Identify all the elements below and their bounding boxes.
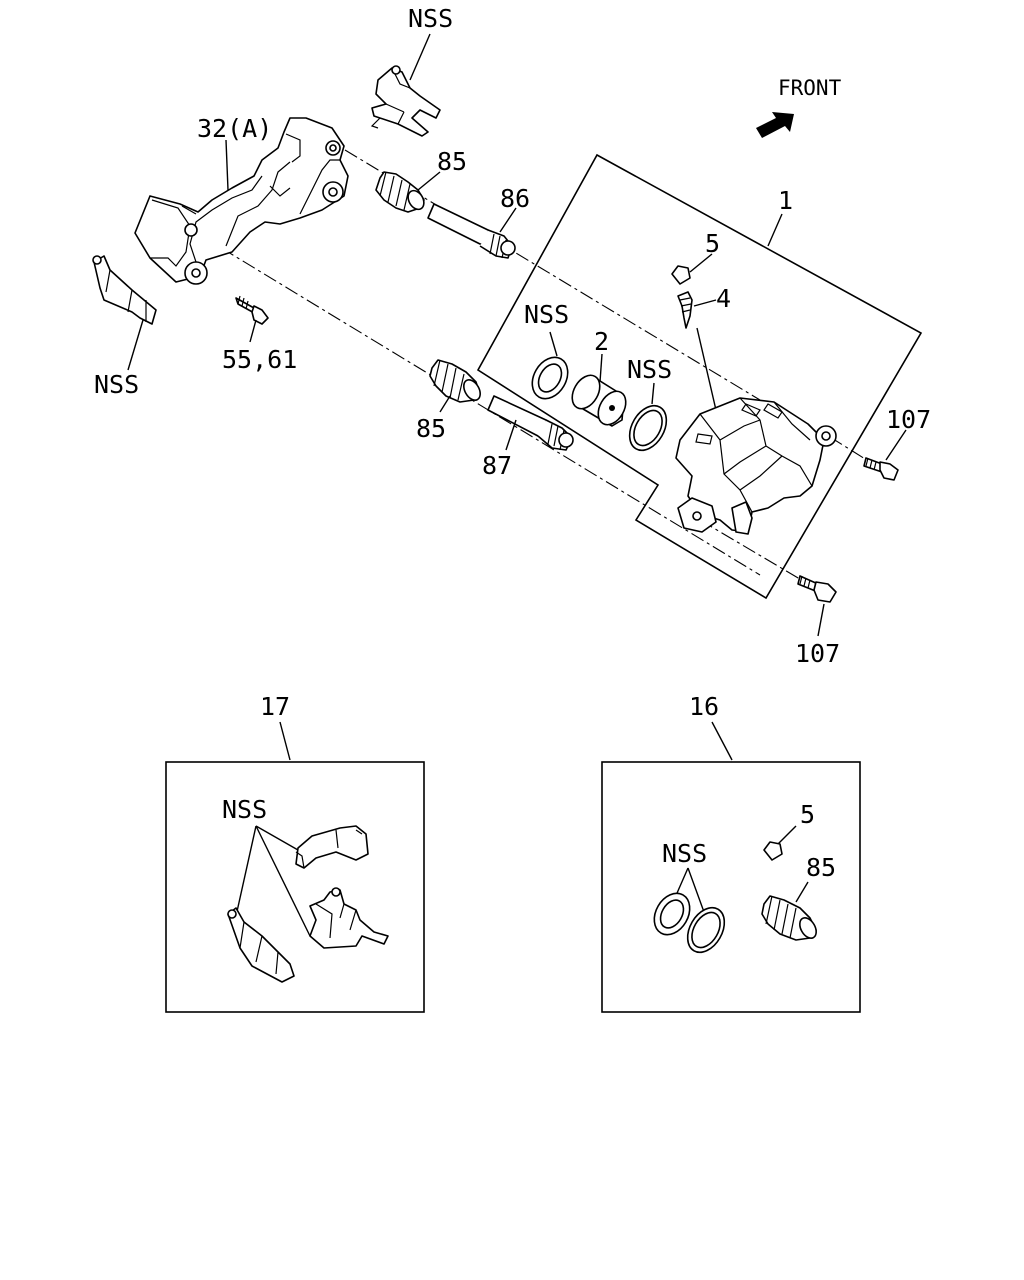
pin-boot-top xyxy=(375,171,425,213)
leader-nss-top xyxy=(409,33,431,81)
kit-17-clip-left xyxy=(227,907,295,983)
kit-16-callout-5: 5 xyxy=(800,800,815,829)
bleeder-screw xyxy=(677,291,693,329)
pin-boot-middle xyxy=(429,359,481,403)
centerline-bolt-107-right xyxy=(829,436,871,463)
kit-17-clip-right xyxy=(309,887,389,949)
leader-nss-seal xyxy=(549,331,558,357)
piston-seal xyxy=(531,356,569,400)
kit-16-box xyxy=(601,761,861,1013)
front-label: FRONT xyxy=(778,76,842,100)
callout-nss-top: NSS xyxy=(408,4,453,33)
pad-clip-left xyxy=(92,255,157,325)
kit-17-box xyxy=(165,761,425,1013)
kit-17-brake-pad xyxy=(295,825,369,869)
leader-87 xyxy=(505,419,517,451)
leader-kit-16-85 xyxy=(795,881,809,903)
pad-clip-top xyxy=(370,65,441,137)
leader-4 xyxy=(693,299,717,307)
kit-17-leaders xyxy=(235,825,311,937)
leader-86 xyxy=(499,207,517,233)
leader-1 xyxy=(767,213,783,247)
kit-16-callout-85: 85 xyxy=(806,853,836,882)
callout-nss-ring: NSS xyxy=(627,355,672,384)
callout-86: 86 xyxy=(500,184,530,213)
leader-5 xyxy=(689,253,713,273)
centerline-pin-87 xyxy=(199,234,761,576)
guide-pin-87 xyxy=(487,395,574,451)
callout-4: 4 xyxy=(716,284,731,313)
leader-kit-16-5 xyxy=(777,825,797,845)
leader-kit-16 xyxy=(711,721,733,761)
guide-pin-86 xyxy=(427,203,516,259)
kit-16-nss: NSS xyxy=(662,839,707,868)
caliper-body xyxy=(675,397,837,535)
callout-87: 87 xyxy=(482,451,512,480)
kit-16-piston-seal xyxy=(653,892,691,936)
callout-nss-seal: NSS xyxy=(524,300,569,329)
caliper-assembly-outline xyxy=(476,153,923,600)
callout-107-right: 107 xyxy=(886,405,931,434)
leader-85-top xyxy=(417,171,441,191)
dust-ring xyxy=(628,404,668,452)
callout-107-bottom: 107 xyxy=(795,639,840,668)
kit-16-number: 16 xyxy=(689,692,719,721)
leader-32 xyxy=(225,139,229,191)
piston xyxy=(571,374,627,427)
kit-17-number: 17 xyxy=(260,692,290,721)
leader-kit-17 xyxy=(279,721,291,761)
leader-2 xyxy=(599,353,603,383)
leader-55-61 xyxy=(249,319,257,343)
caliper-bolt-bottom xyxy=(797,575,837,603)
caliper-bracket xyxy=(134,117,349,285)
leader-85-mid xyxy=(439,395,451,413)
callout-85-mid: 85 xyxy=(416,414,446,443)
caliper-bolt-right xyxy=(863,457,899,481)
kit-16-dust-ring xyxy=(686,906,726,954)
callout-nss-left: NSS xyxy=(94,370,139,399)
leader-nss-ring xyxy=(651,382,655,405)
centerline-bolt-107-bottom xyxy=(699,519,811,586)
bracket-bolt xyxy=(235,295,269,325)
kit-16-bleeder-cap xyxy=(763,841,783,861)
callout-5: 5 xyxy=(705,229,720,258)
callout-1: 1 xyxy=(778,186,793,215)
kit-16-pin-boot xyxy=(761,895,817,941)
callout-2: 2 xyxy=(594,327,609,356)
leader-107-right xyxy=(885,429,907,461)
callout-85-top: 85 xyxy=(437,147,467,176)
callout-55-61: 55,61 xyxy=(222,345,297,374)
bleeder-cap xyxy=(671,265,691,285)
front-arrow-icon xyxy=(756,112,794,138)
callout-32a: 32(A) xyxy=(197,114,272,143)
kit-17-nss: NSS xyxy=(222,795,267,824)
leader-107-bottom xyxy=(817,603,825,637)
leader-nss-left xyxy=(127,319,144,371)
